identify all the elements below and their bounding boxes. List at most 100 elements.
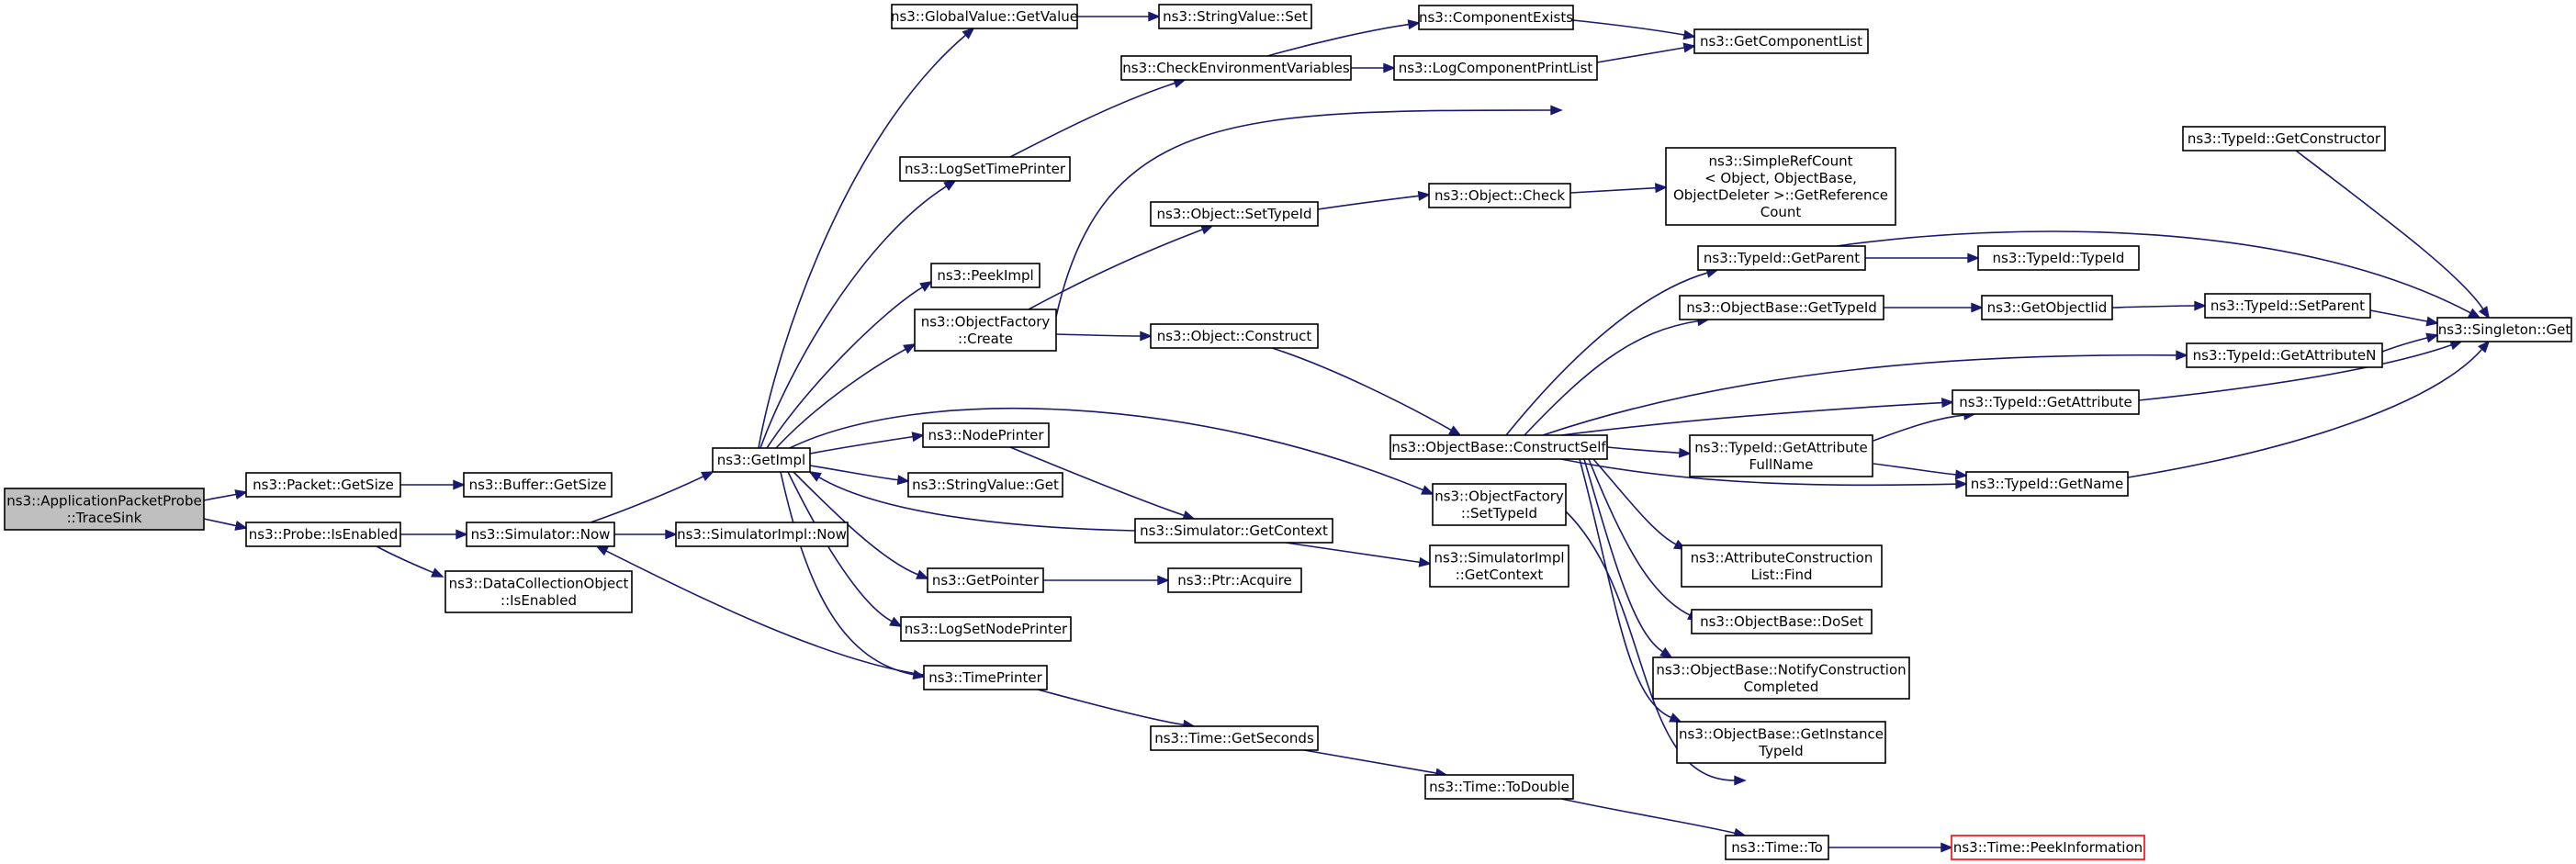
node-objectbase_gettypeid[interactable]: ns3::ObjectBase::GetTypeId	[1679, 295, 1884, 320]
node-time_getseconds[interactable]: ns3::Time::GetSeconds	[1150, 725, 1319, 751]
node-box[interactable]	[1665, 147, 1896, 226]
node-box[interactable]	[675, 522, 849, 547]
node-box[interactable]	[1428, 183, 1571, 208]
node-box[interactable]	[1691, 609, 1873, 634]
node-box[interactable]	[1393, 55, 1598, 81]
node-datacollection_isenabled[interactable]: ns3::DataCollectionObject::IsEnabled	[444, 570, 633, 613]
node-box[interactable]	[1432, 483, 1567, 526]
node-box[interactable]	[463, 472, 613, 498]
node-box[interactable]	[712, 447, 811, 473]
node-objectbase_notifyconstruction[interactable]: ns3::ObjectBase::NotifyConstructionCompl…	[1652, 656, 1910, 700]
node-typeid_getname[interactable]: ns3::TypeId::GetName	[1965, 471, 2129, 497]
node-probe_isenabled[interactable]: ns3::Probe::IsEnabled	[245, 522, 401, 547]
node-objectbase_doset[interactable]: ns3::ObjectBase::DoSet	[1691, 609, 1873, 634]
node-typeid_setparent[interactable]: ns3::TypeId::SetParent	[2204, 293, 2371, 319]
node-box[interactable]	[927, 567, 1044, 593]
node-box[interactable]	[1158, 4, 1312, 29]
node-box[interactable]	[1429, 544, 1569, 588]
node-box[interactable]	[1150, 323, 1319, 349]
node-object_check[interactable]: ns3::Object::Check	[1428, 183, 1571, 208]
node-simimpl_getcontext[interactable]: ns3::SimulatorImpl::GetContext	[1429, 544, 1569, 588]
node-objectfactory_create[interactable]: ns3::ObjectFactory::Create	[914, 309, 1057, 352]
node-box[interactable]	[1952, 389, 2140, 415]
node-getobjectiid[interactable]: ns3::GetObjectIid	[1981, 295, 2113, 320]
node-box[interactable]	[930, 263, 1041, 288]
node-box[interactable]	[1693, 28, 1869, 54]
node-box[interactable]	[245, 522, 401, 547]
node-box[interactable]	[891, 4, 1078, 29]
node-box[interactable]	[923, 665, 1048, 690]
node-object_settypeid[interactable]: ns3::Object::SetTypeId	[1150, 201, 1319, 227]
node-object_construct[interactable]: ns3::Object::Construct	[1150, 323, 1319, 349]
node-stringvalue_set[interactable]: ns3::StringValue::Set	[1158, 4, 1312, 29]
node-box[interactable]	[2182, 126, 2386, 151]
node-box[interactable]	[2204, 293, 2371, 319]
node-box[interactable]	[466, 522, 615, 547]
node-box[interactable]	[1981, 295, 2113, 320]
node-box[interactable]	[899, 156, 1071, 182]
node-box[interactable]	[1424, 774, 1574, 800]
node-box[interactable]	[1120, 55, 1352, 81]
node-packet_getsize[interactable]: ns3::Packet::GetSize	[245, 472, 401, 498]
node-box[interactable]	[1167, 567, 1302, 593]
node-box[interactable]	[1150, 201, 1319, 227]
node-singleton_get[interactable]: ns3::Singleton::Get	[2436, 317, 2572, 342]
node-box[interactable]	[1679, 295, 1884, 320]
node-buffer_getsize[interactable]: ns3::Buffer::GetSize	[463, 472, 613, 498]
node-box[interactable]	[1951, 835, 2145, 860]
node-logcomponentprintlist[interactable]: ns3::LogComponentPrintList	[1393, 55, 1598, 81]
node-simulator_getcontext[interactable]: ns3::Simulator::GetContext	[1134, 518, 1333, 544]
node-trace_sink[interactable]: ns3::ApplicationPacketProbe::TraceSink	[4, 488, 205, 531]
node-box[interactable]	[1681, 544, 1883, 588]
node-box[interactable]	[444, 570, 633, 613]
node-box[interactable]	[922, 422, 1050, 448]
node-typeid_getattributen[interactable]: ns3::TypeId::GetAttributeN	[2186, 342, 2383, 368]
node-typeid_getconstructor[interactable]: ns3::TypeId::GetConstructor	[2182, 126, 2386, 151]
node-typeid_getparent[interactable]: ns3::TypeId::GetParent	[1697, 245, 1866, 271]
node-simulator_now[interactable]: ns3::Simulator::Now	[466, 522, 615, 547]
node-box[interactable]	[1652, 656, 1910, 700]
node-typeid_typeid[interactable]: ns3::TypeId::TypeId	[1977, 245, 2140, 271]
node-componentexists[interactable]: ns3::ComponentExists	[1418, 5, 1574, 30]
node-getimpl[interactable]: ns3::GetImpl	[712, 447, 811, 473]
node-box[interactable]	[1134, 518, 1333, 544]
node-box[interactable]	[1697, 245, 1866, 271]
node-getpointer[interactable]: ns3::GetPointer	[927, 567, 1044, 593]
node-box[interactable]	[907, 472, 1063, 498]
node-box[interactable]	[2186, 342, 2383, 368]
node-box[interactable]	[1965, 471, 2129, 497]
node-box[interactable]	[1676, 721, 1886, 764]
node-box[interactable]	[2436, 317, 2572, 342]
node-ptr_acquire[interactable]: ns3::Ptr::Acquire	[1167, 567, 1302, 593]
node-box[interactable]	[900, 616, 1072, 642]
node-time_todouble[interactable]: ns3::Time::ToDouble	[1424, 774, 1574, 800]
node-simplerefcount_getrefcount[interactable]: ns3::SimpleRefCount< Object, ObjectBase,…	[1665, 147, 1896, 226]
node-simimpl_now[interactable]: ns3::SimulatorImpl::Now	[675, 522, 849, 547]
node-box[interactable]	[1725, 835, 1829, 860]
node-peekimpl[interactable]: ns3::PeekImpl	[930, 263, 1041, 288]
node-box[interactable]	[4, 488, 205, 531]
node-time_to[interactable]: ns3::Time::To	[1725, 835, 1829, 860]
node-box[interactable]	[1977, 245, 2140, 271]
node-checkenvvars[interactable]: ns3::CheckEnvironmentVariables	[1120, 55, 1352, 81]
node-objectbase_constructself[interactable]: ns3::ObjectBase::ConstructSelf	[1389, 434, 1608, 460]
node-box[interactable]	[1389, 434, 1608, 460]
node-typeid_getattribute[interactable]: ns3::TypeId::GetAttribute	[1952, 389, 2140, 415]
node-box[interactable]	[1689, 434, 1873, 477]
node-box[interactable]	[1150, 725, 1319, 751]
node-stringvalue_get[interactable]: ns3::StringValue::Get	[907, 472, 1063, 498]
node-globalvalue_getvalue[interactable]: ns3::GlobalValue::GetValue	[891, 4, 1078, 29]
node-objectfactory_settypeid[interactable]: ns3::ObjectFactory::SetTypeId	[1432, 483, 1567, 526]
node-logsettimeprinter[interactable]: ns3::LogSetTimePrinter	[899, 156, 1071, 182]
node-box[interactable]	[914, 309, 1057, 352]
node-nodeprinter[interactable]: ns3::NodePrinter	[922, 422, 1050, 448]
node-box[interactable]	[245, 472, 401, 498]
node-logsetnodeprinter[interactable]: ns3::LogSetNodePrinter	[900, 616, 1072, 642]
node-box[interactable]	[1418, 5, 1574, 30]
node-getcomponentlist[interactable]: ns3::GetComponentList	[1693, 28, 1869, 54]
node-timeprinter[interactable]: ns3::TimePrinter	[923, 665, 1048, 690]
node-time_peekinformation[interactable]: ns3::Time::PeekInformation	[1951, 835, 2145, 860]
